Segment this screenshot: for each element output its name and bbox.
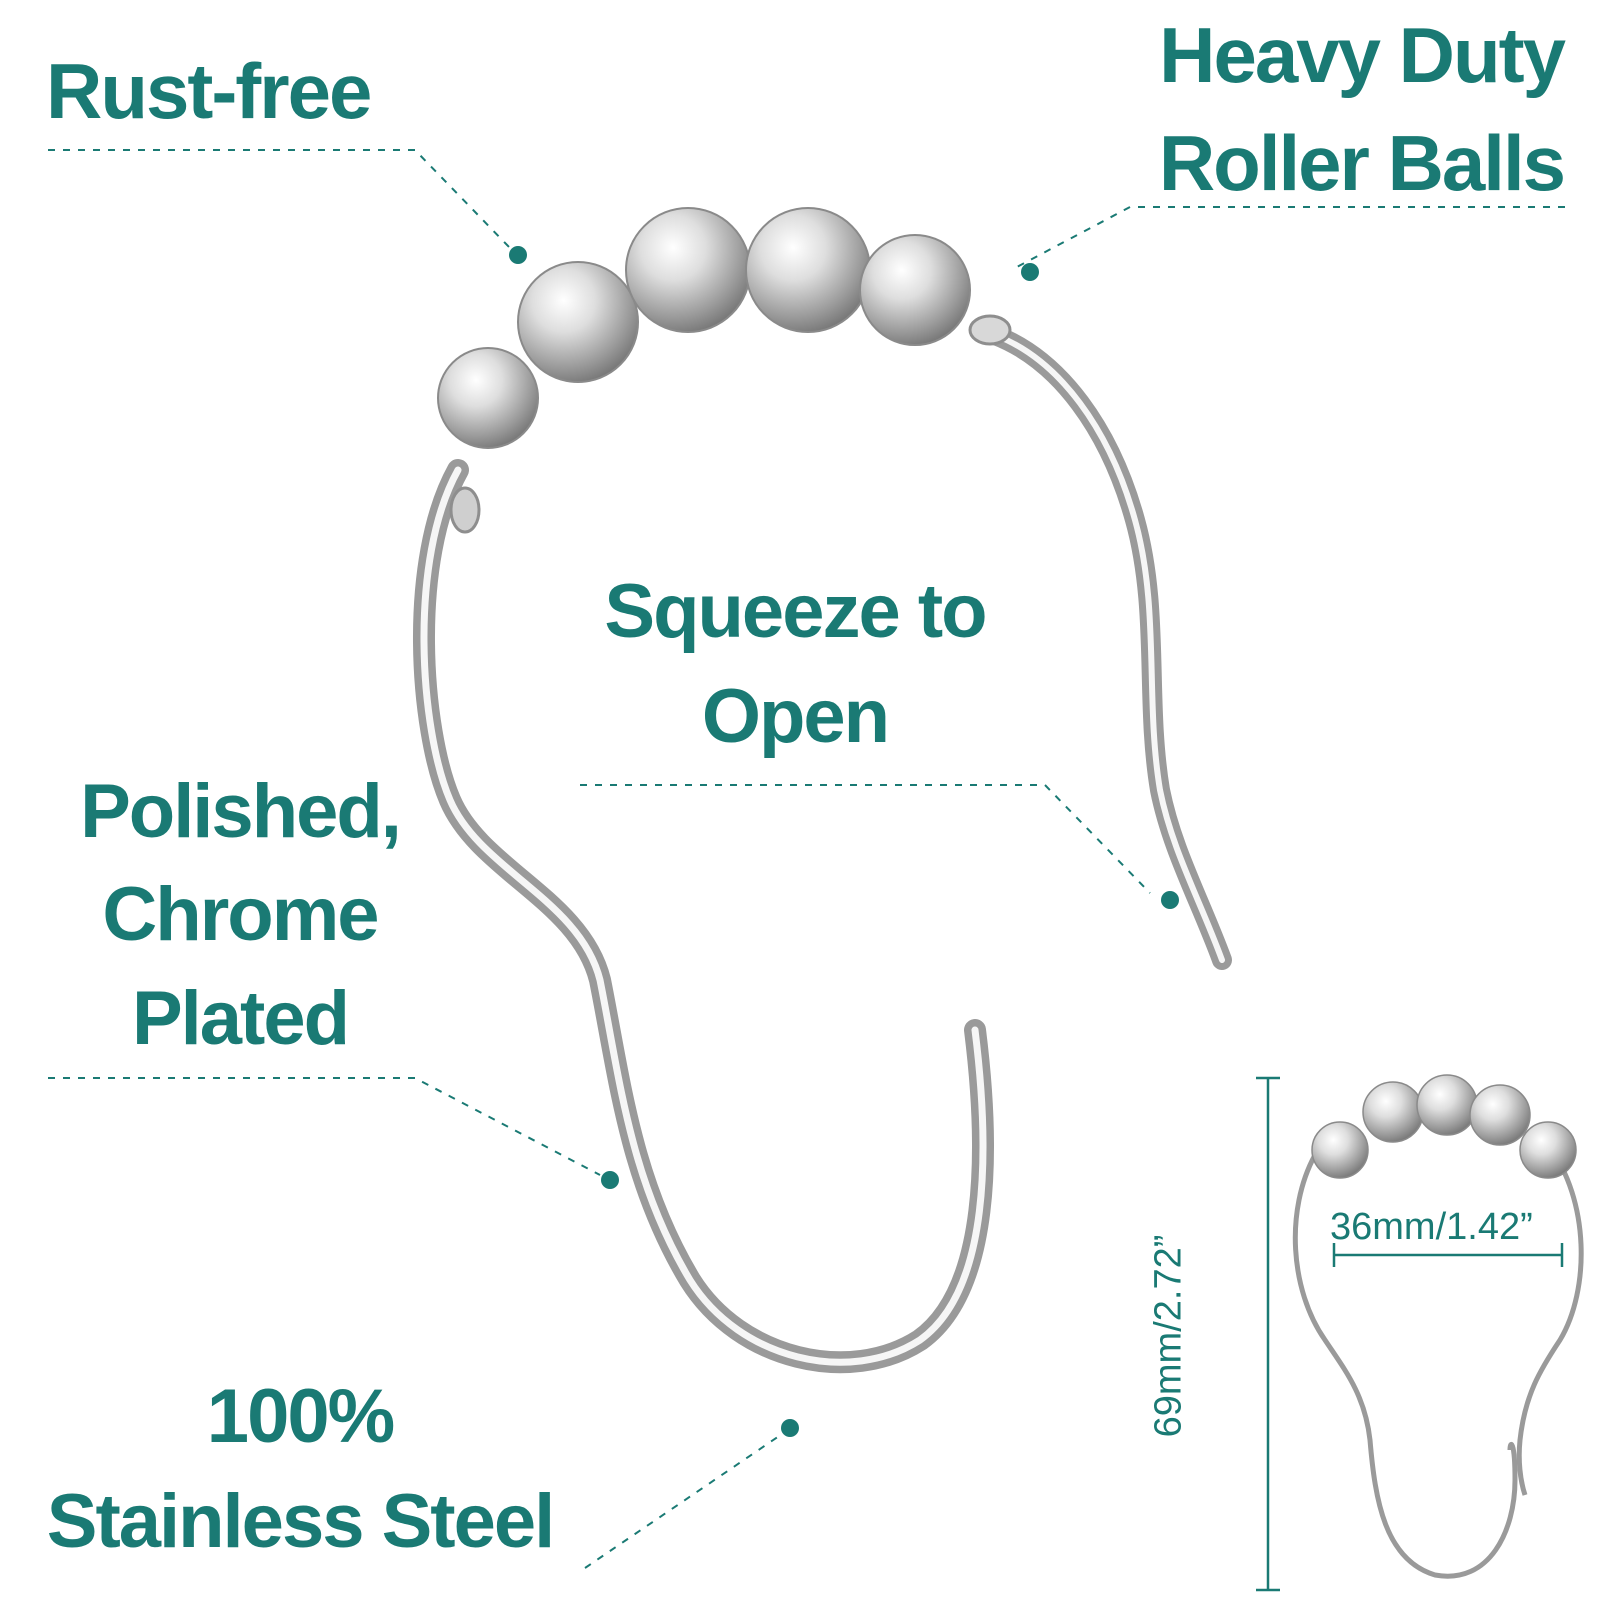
leader-dot-heavy-duty	[1021, 263, 1039, 281]
height-dimension-label: 69mm/2.72”	[1147, 1234, 1190, 1438]
leader-dot-polished	[601, 1171, 619, 1189]
shower-hook-large	[413, 207, 1232, 1374]
small-roller-ball-5	[1519, 1121, 1577, 1179]
leader-dot-stainless	[781, 1419, 799, 1437]
leader-rust-free	[48, 149, 511, 249]
roller-ball-3	[625, 207, 751, 333]
roller-ball-1	[437, 347, 539, 449]
callout-line: Squeeze to	[604, 569, 987, 654]
callout-polished-chrome: Polished, Chrome Plated	[20, 760, 460, 1070]
callout-line: Plated	[131, 975, 350, 1061]
shower-hook-small	[1292, 1074, 1584, 1579]
callout-stainless-steel: 100% Stainless Steel	[0, 1365, 600, 1575]
leader-heavy-duty	[1014, 206, 1565, 269]
callout-squeeze-to-open: Squeeze to Open	[560, 560, 1030, 770]
callout-line: Roller Balls	[1158, 118, 1566, 207]
small-roller-ball-3	[1416, 1074, 1478, 1136]
callout-line: 100%	[206, 1374, 395, 1459]
callout-line: Heavy Duty	[1159, 11, 1566, 99]
leader-squeeze	[580, 784, 1151, 894]
dimension-lines	[1256, 1076, 1564, 1592]
callout-line: Open	[701, 673, 890, 759]
callout-line: Polished,	[80, 769, 402, 854]
roller-ball-2	[517, 261, 639, 383]
leader-dot-squeeze	[1161, 891, 1179, 909]
leader-polished	[48, 1077, 601, 1176]
callout-leaders	[48, 149, 1565, 1569]
callout-line: Chrome	[102, 872, 379, 958]
small-roller-ball-1	[1311, 1121, 1369, 1179]
width-dimension-label: 36mm/1.42”	[1330, 1206, 1533, 1248]
callout-line: Stainless Steel	[46, 1478, 556, 1564]
callout-line: Rust-free	[46, 47, 372, 135]
leader-dot-rust-free	[509, 246, 527, 264]
small-roller-ball-2	[1362, 1081, 1424, 1143]
small-roller-ball-4	[1469, 1084, 1531, 1146]
roller-ball-5	[859, 234, 971, 346]
callout-rust-free: Rust-free	[46, 47, 372, 135]
callout-heavy-duty: Heavy Duty Roller Balls	[1158, 2, 1566, 217]
roller-ball-4	[745, 207, 871, 333]
leader-stainless	[584, 1431, 786, 1569]
